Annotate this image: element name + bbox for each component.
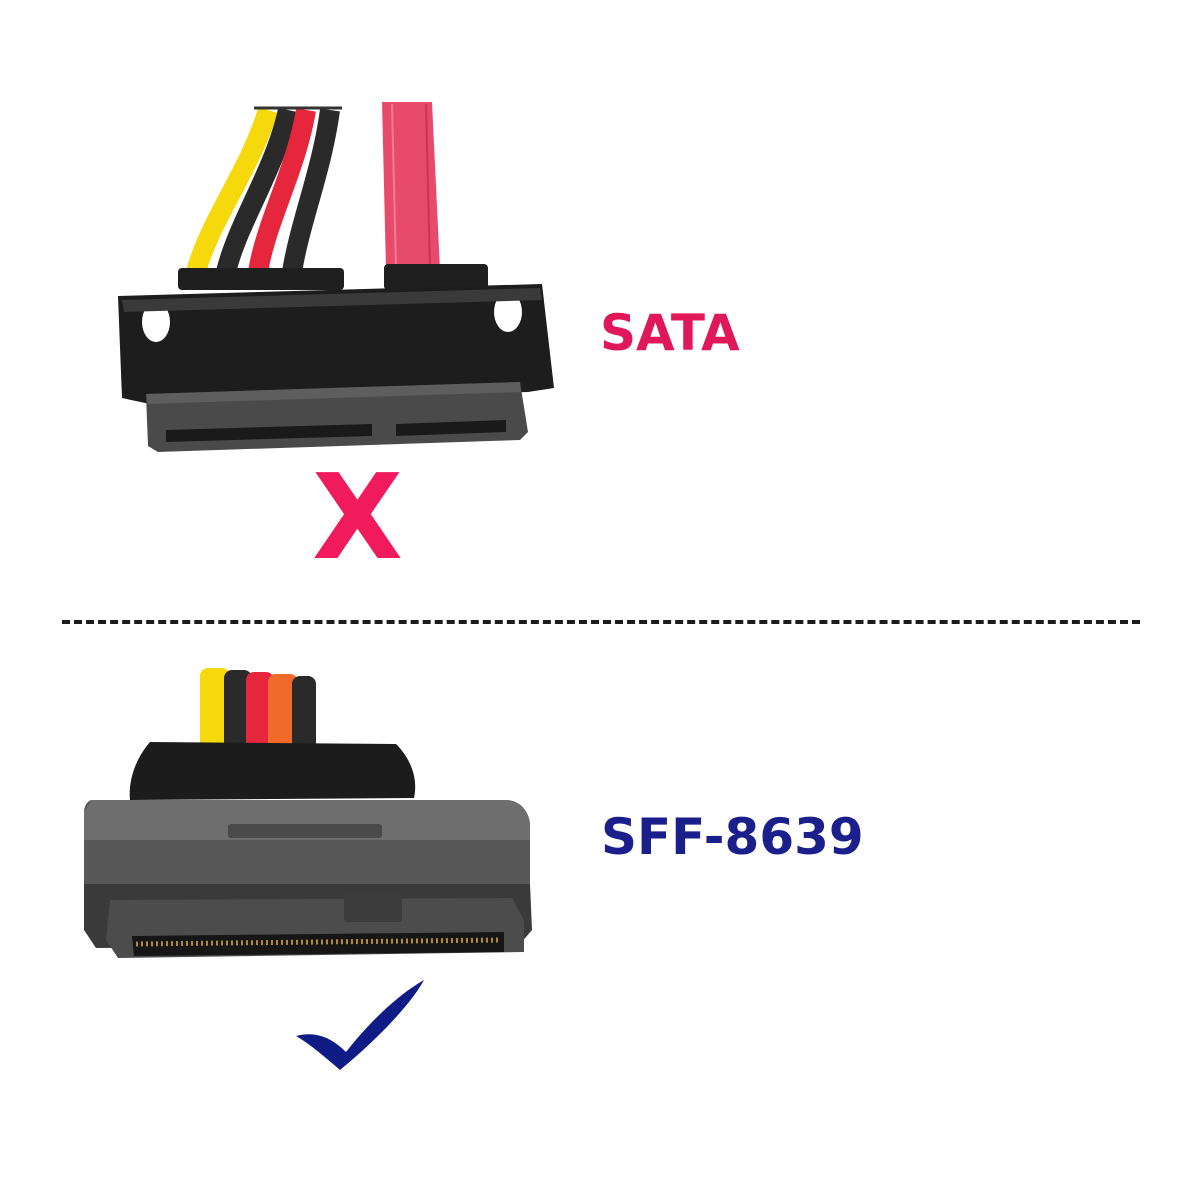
checkmark-icon: [296, 980, 424, 1070]
sata-label: SATA: [600, 304, 740, 362]
sata-power-wires: [186, 106, 342, 275]
sff-wires: [200, 668, 316, 758]
sff-cable-sleeve: [129, 742, 416, 800]
sff-8639-label: SFF-8639: [601, 808, 864, 866]
sata-connector-body: [118, 284, 554, 404]
section-divider: [62, 620, 1140, 624]
sata-mount-hole-right: [494, 292, 522, 332]
sata-power-boot: [178, 268, 344, 290]
sff-connector-image: [84, 668, 532, 958]
sata-connector-image: [118, 102, 554, 452]
sff-contact-pins: [135, 937, 501, 947]
sata-data-boot: [384, 264, 488, 290]
sata-mount-hole-left: [142, 302, 170, 342]
sata-data-cable: [382, 102, 440, 270]
sff-latch-slot: [228, 824, 382, 838]
sff-key: [344, 892, 402, 922]
cross-icon: X: [312, 448, 403, 586]
